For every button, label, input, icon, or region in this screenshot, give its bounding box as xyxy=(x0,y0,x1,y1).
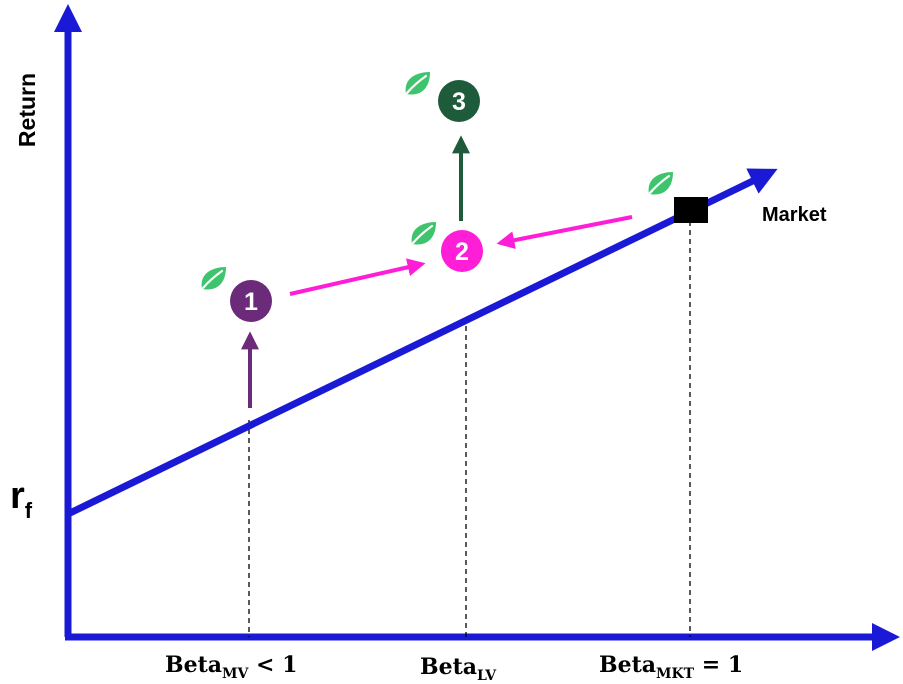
market-marker xyxy=(674,197,708,223)
arrow-mkt-to-2 xyxy=(496,215,633,250)
tick-label-beta-lv: BetaLV xyxy=(420,654,497,684)
y-axis-label: Return xyxy=(14,73,40,147)
leaf-icon xyxy=(647,170,675,196)
tick-label-beta-mv: BetaMV < 1 xyxy=(165,652,297,682)
tick-label-beta-mkt: BetaMKT = 1 xyxy=(599,652,743,682)
rf-label: rf xyxy=(10,475,33,523)
leaf-icon xyxy=(410,220,438,246)
portfolio-3-circle xyxy=(438,80,480,122)
arrow-1-to-2 xyxy=(289,258,426,296)
market-label: Market xyxy=(762,204,827,226)
portfolio-2-circle xyxy=(441,230,483,272)
portfolio-1-circle xyxy=(230,280,272,322)
portfolio-2-label: 2 xyxy=(455,238,469,266)
portfolio-1-label: 1 xyxy=(244,288,258,316)
portfolio-3-label: 3 xyxy=(452,88,466,116)
market-line xyxy=(66,168,778,518)
leaf-icon xyxy=(200,265,228,291)
leaf-icon xyxy=(404,70,432,96)
